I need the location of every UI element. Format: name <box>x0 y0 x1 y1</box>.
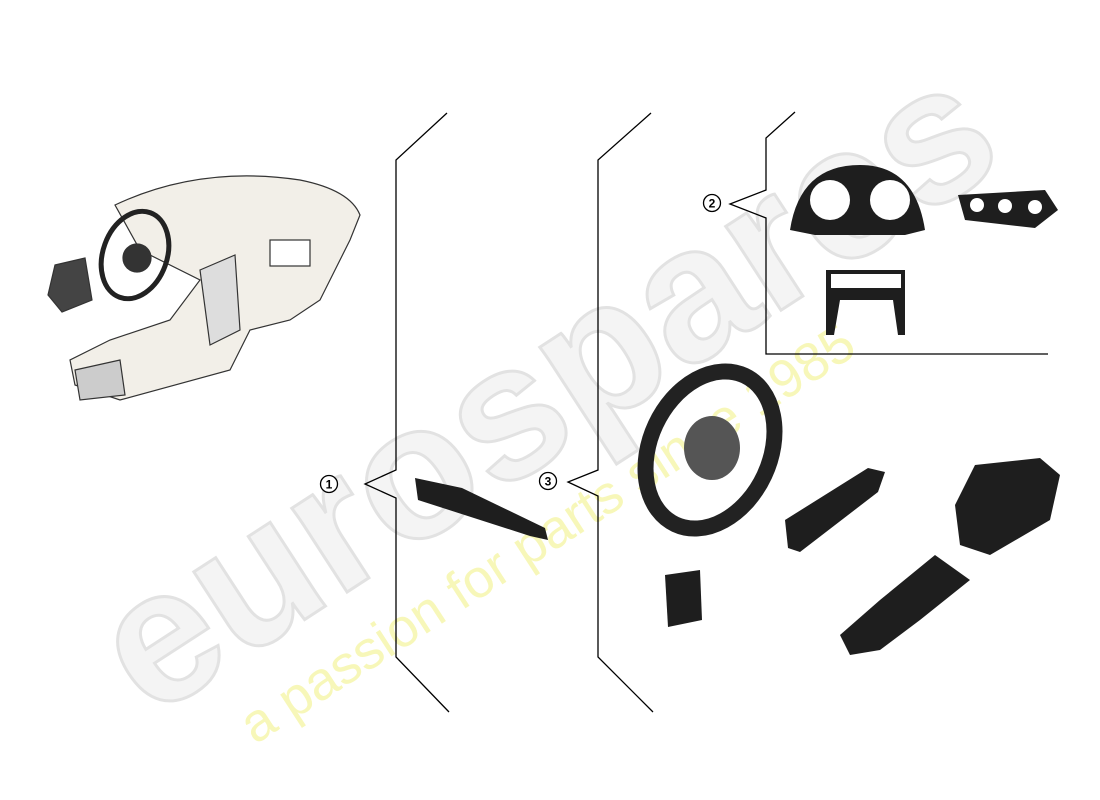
glovebox-trim-part <box>415 478 548 540</box>
instrument-cluster-bezel-part <box>790 165 925 235</box>
bracket-group-1 <box>363 112 450 713</box>
callout-3[interactable]: 3 <box>538 471 558 491</box>
callout-3-label: 3 <box>545 475 552 489</box>
gauge-panel-part <box>958 190 1058 228</box>
gear-shift-surround-part <box>840 555 970 655</box>
radio-bezel-part <box>826 270 905 335</box>
switch-bezel-part <box>665 570 702 627</box>
steering-column-cover-part <box>785 468 885 552</box>
center-console-cover-part <box>955 458 1060 555</box>
steering-wheel-part <box>637 363 783 537</box>
bracket-group-2 <box>728 111 1048 355</box>
callout-1-label: 1 <box>326 478 333 492</box>
callout-2[interactable]: 2 <box>702 193 722 213</box>
callout-1[interactable]: 1 <box>319 474 339 494</box>
dashboard-assembly-illustration <box>47 175 361 401</box>
callout-2-label: 2 <box>709 197 716 211</box>
bracket-group-3 <box>566 112 654 713</box>
